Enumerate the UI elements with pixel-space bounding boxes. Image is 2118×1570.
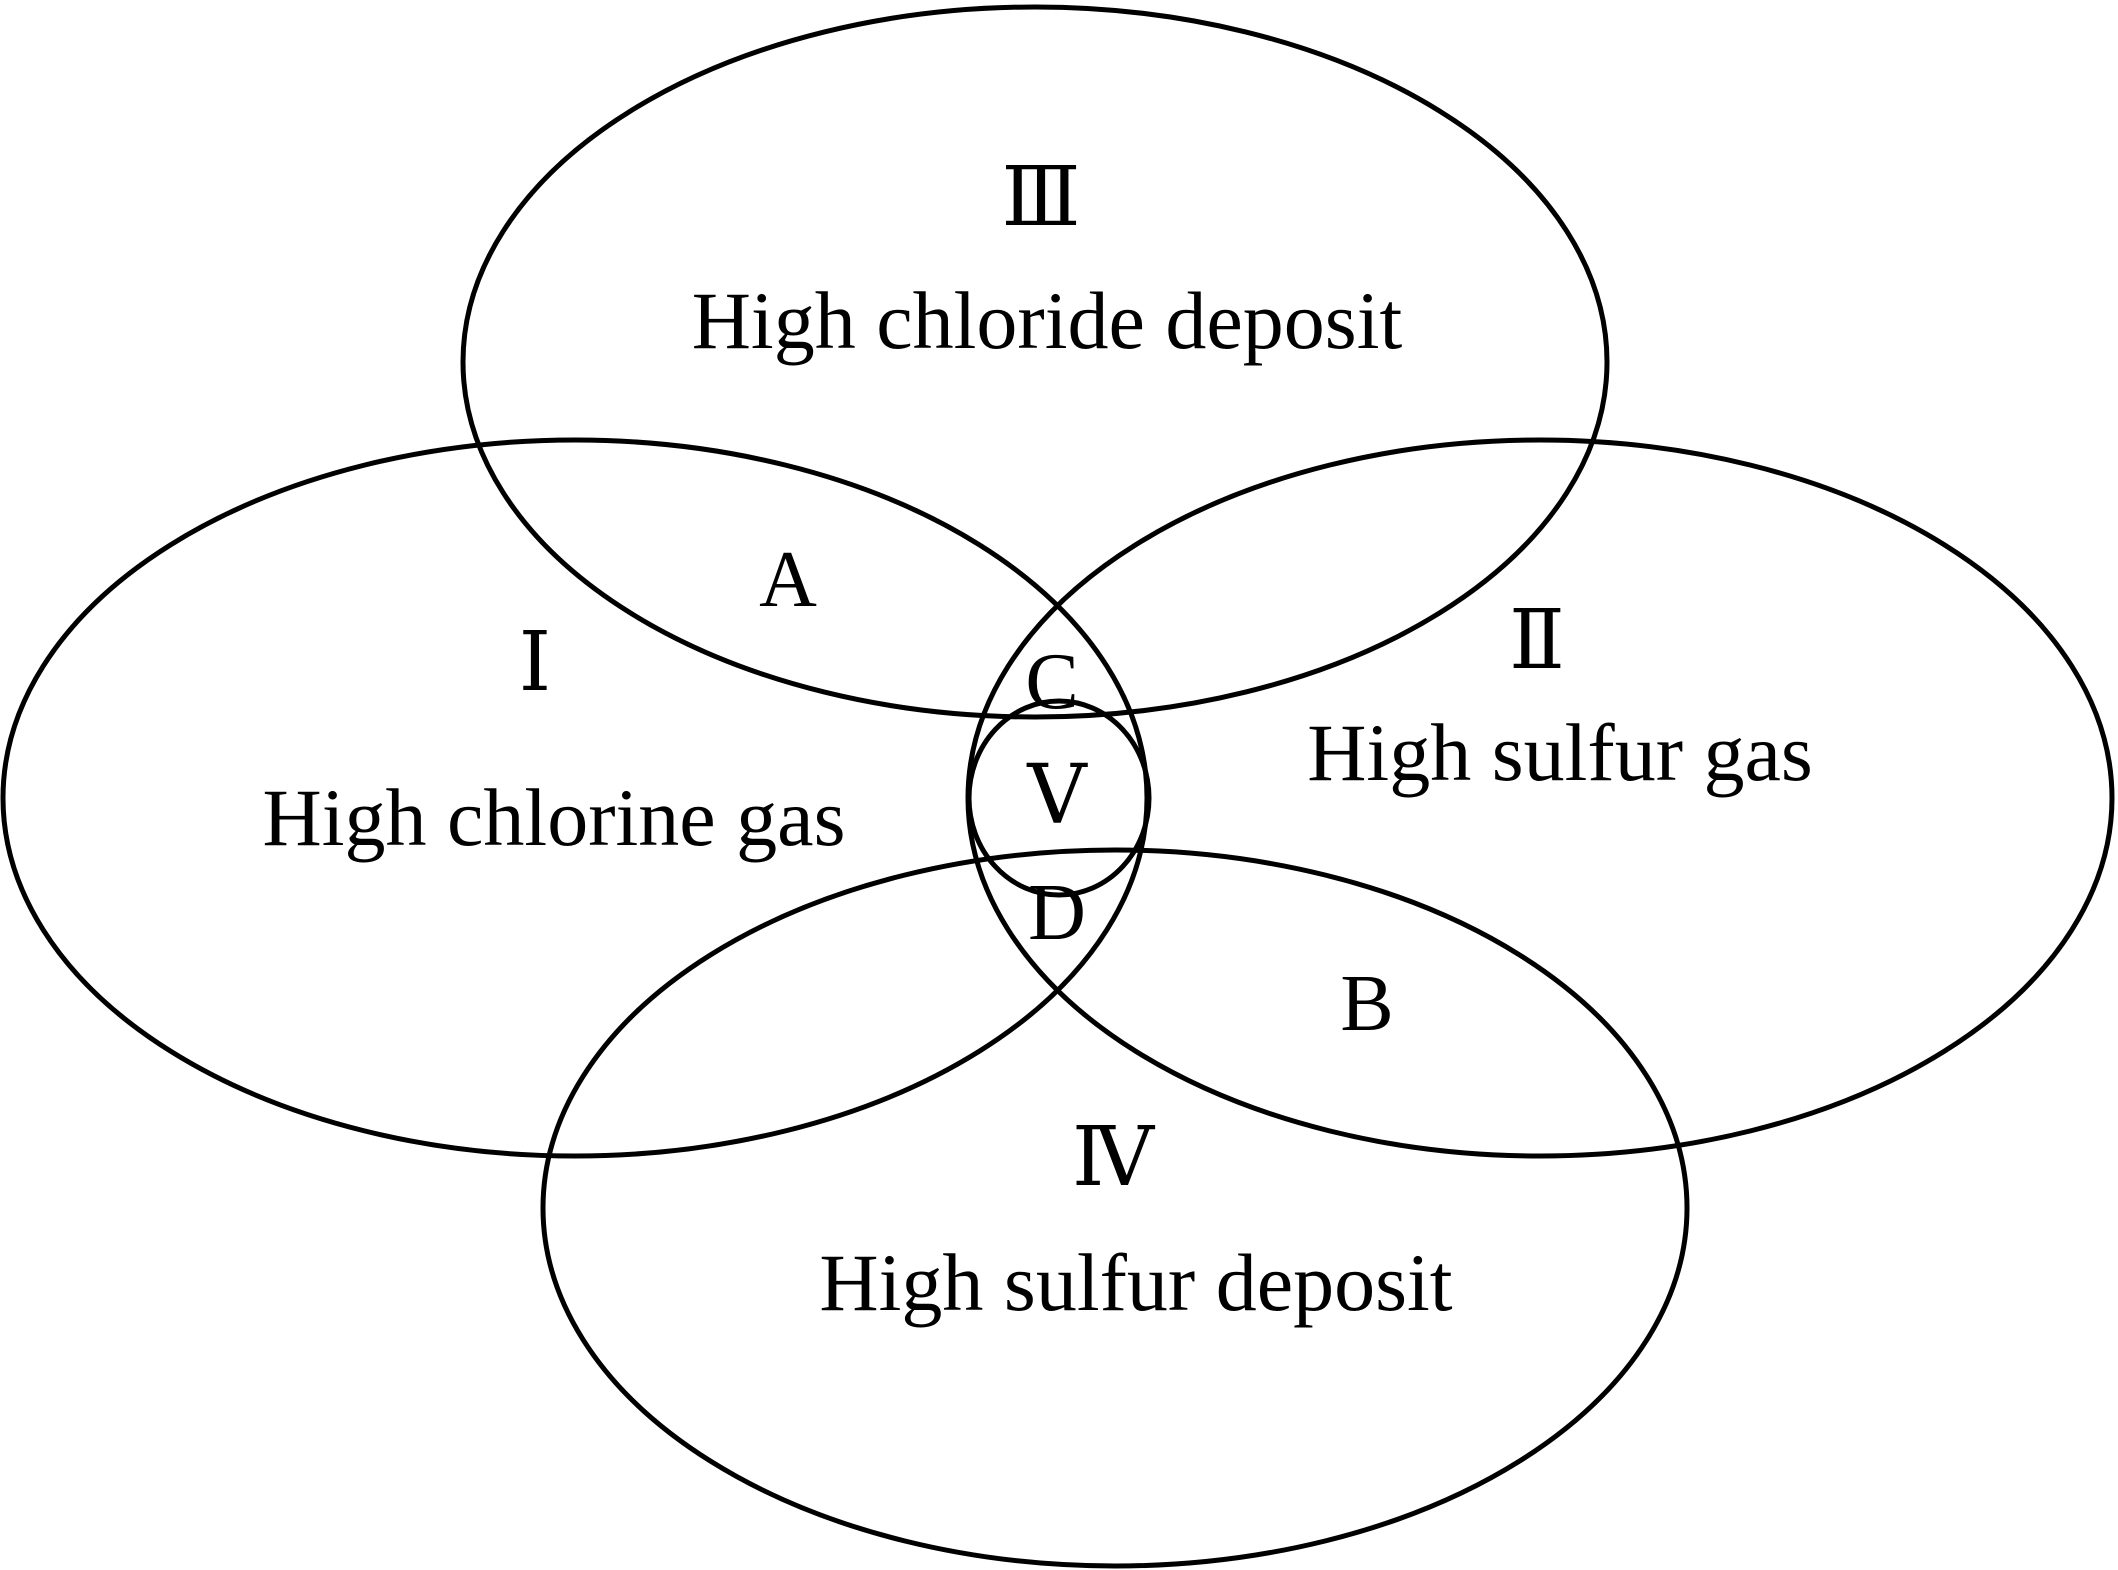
- region-5-ellipse: [966, 698, 1152, 898]
- region-2-ellipse: [965, 437, 2115, 1159]
- overlap-c-label: C: [1025, 638, 1078, 726]
- region-2-description: High sulfur gas: [1307, 707, 1813, 798]
- overlap-d-label: D: [1028, 869, 1086, 957]
- region-2-numeral: Ⅱ: [1509, 595, 1565, 686]
- region-4-numeral: Ⅳ: [1072, 1112, 1156, 1203]
- region-3-ellipse: [460, 4, 1610, 720]
- region-1-description: High chlorine gas: [263, 772, 846, 863]
- region-4-description: High sulfur deposit: [819, 1237, 1452, 1328]
- region-3-description: High chloride deposit: [692, 275, 1403, 366]
- overlap-a-label: A: [759, 536, 817, 624]
- region-3-numeral: Ⅲ: [1001, 152, 1080, 243]
- region-1-numeral: Ⅰ: [519, 617, 551, 708]
- region-5-numeral: Ⅴ: [1026, 750, 1088, 841]
- overlap-b-label: B: [1340, 960, 1393, 1048]
- region-4-ellipse: [540, 847, 1690, 1569]
